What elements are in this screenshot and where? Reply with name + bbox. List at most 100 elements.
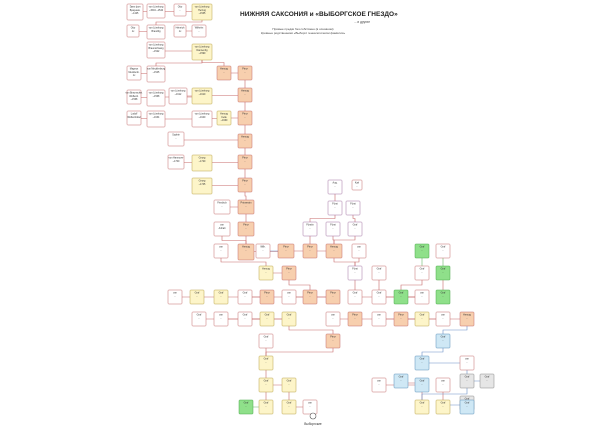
person-node[interactable]: Wilhelm... [191,24,207,38]
person-node[interactable]: von Braunschw.Wolfenb.~1568 [126,89,143,105]
person-node[interactable]: Graf... [371,265,387,281]
person-node[interactable]: Fürst... [325,221,341,237]
person-node[interactable]: Graf... [237,311,253,327]
person-node[interactable]: Graf... [238,399,254,415]
person-node[interactable]: Otto... [173,3,187,17]
person-node[interactable]: Graf... [258,377,274,393]
person-node[interactable]: Prinz... [302,289,318,305]
person-node[interactable]: Graf... [281,311,297,327]
person-node[interactable]: Graf... [258,355,274,371]
person-node[interactable]: von Hannover~1700 [167,154,185,170]
person-node[interactable]: Graf... [459,373,475,389]
person-node[interactable]: Graf... [213,289,229,305]
person-node[interactable]: von Lüneburg~1568 [146,89,166,107]
person-node[interactable]: von... [435,311,451,327]
person-node[interactable]: Graf... [237,289,253,305]
person-node[interactable]: von Lüneburg~1610 [191,87,213,105]
person-node[interactable]: von... [167,289,183,305]
person-node[interactable]: Prinz... [393,311,409,327]
person-node[interactable]: Graf... [435,333,451,349]
person-node[interactable]: von Lüneburg~1640 [191,110,213,128]
person-node[interactable]: von... [371,377,387,393]
person-node[interactable]: Georg~1720 [191,154,213,172]
person-node[interactable]: Graf... [393,289,409,305]
person-node[interactable]: Fürst... [347,265,363,281]
person-node[interactable]: Sophie... [167,131,185,147]
person-node[interactable]: von... [371,311,387,327]
person-node[interactable]: Friedrich... [213,199,231,215]
person-node[interactable]: Graf... [435,399,451,415]
person-node[interactable]: Graf... [191,311,207,327]
person-node[interactable]: von Lüneburg~1634 [146,110,166,128]
person-node[interactable]: Graf... [435,265,451,281]
person-node[interactable]: Graf... [414,243,430,259]
person-node[interactable]: Graf... [347,289,363,305]
person-node[interactable]: Prinz... [237,177,253,193]
person-node[interactable]: Prinz... [325,289,341,305]
person-node[interactable]: Graf... [258,399,274,415]
person-node[interactable]: Herzog... [258,265,274,281]
person-node[interactable]: Prinzessin... [237,199,255,215]
person-node[interactable]: Prinz... [277,243,295,259]
person-node[interactable]: Graf... [281,399,297,415]
person-node[interactable]: von... [213,311,229,327]
person-node[interactable]: von... [325,311,341,327]
person-node[interactable]: von... [459,355,475,371]
person-node[interactable]: Graf... [371,289,387,305]
person-node[interactable]: Graf... [259,311,275,327]
person-node[interactable]: von Lüneburg~1612 [168,87,188,105]
person-node[interactable]: Graf... [414,377,430,393]
person-node[interactable]: Herzog... [237,87,253,103]
person-node[interactable]: Herzog... [459,311,475,327]
person-node[interactable]: Graf... [347,221,363,237]
person-node[interactable]: Graf... [414,399,430,415]
person-node[interactable]: Herzog... [237,133,253,149]
person-node[interactable]: Graf... [435,289,451,305]
person-node[interactable]: von... [213,243,229,259]
person-node[interactable]: Fürst... [327,200,343,216]
person-node[interactable]: Graf... [459,399,475,415]
person-node[interactable]: Graf... [281,377,297,393]
person-node[interactable]: Prinz... [237,154,253,170]
person-node[interactable]: Herzog... [325,243,343,259]
person-node[interactable]: Graf... [414,265,430,281]
person-node[interactable]: Wilh.... [255,243,271,259]
person-node[interactable]: Graf... [258,333,274,349]
person-node[interactable]: von... [302,399,318,415]
person-node[interactable]: von... [351,243,367,259]
person-node[interactable]: Karl... [351,179,363,191]
person-node[interactable]: Prinz... [325,333,341,349]
person-node[interactable]: von Mecklenburg~1545 [146,65,166,83]
person-node[interactable]: Georg~1745 [191,177,213,195]
person-node[interactable]: Graf... [435,243,451,259]
person-node[interactable]: von... [281,289,297,305]
person-node[interactable]: Graf... [189,289,205,305]
person-node[interactable]: von... [414,289,430,305]
person-node[interactable]: Graf... [393,373,409,389]
person-node[interactable]: von... [435,377,451,393]
person-node[interactable]: von Lüneburg~1504 ~1540 [146,3,166,19]
person-node[interactable]: Prinz... [302,243,318,259]
person-node[interactable]: Prinz... [347,311,363,327]
person-node[interactable]: Fürstin... [302,221,318,237]
person-node[interactable]: Prinz... [237,221,255,237]
person-node[interactable]: Fürst... [345,200,361,216]
person-node[interactable]: Herzog... [237,243,255,261]
person-node[interactable]: Graf... [414,355,430,371]
person-node[interactable]: Prinz... [237,110,253,126]
person-node[interactable]: Graf... [414,311,430,327]
person-node[interactable]: Graf... [479,373,495,389]
person-node[interactable]: Prinz... [259,289,275,305]
person-node[interactable]: Herzog... [216,65,232,81]
person-node[interactable]: Aug.... [327,179,343,195]
